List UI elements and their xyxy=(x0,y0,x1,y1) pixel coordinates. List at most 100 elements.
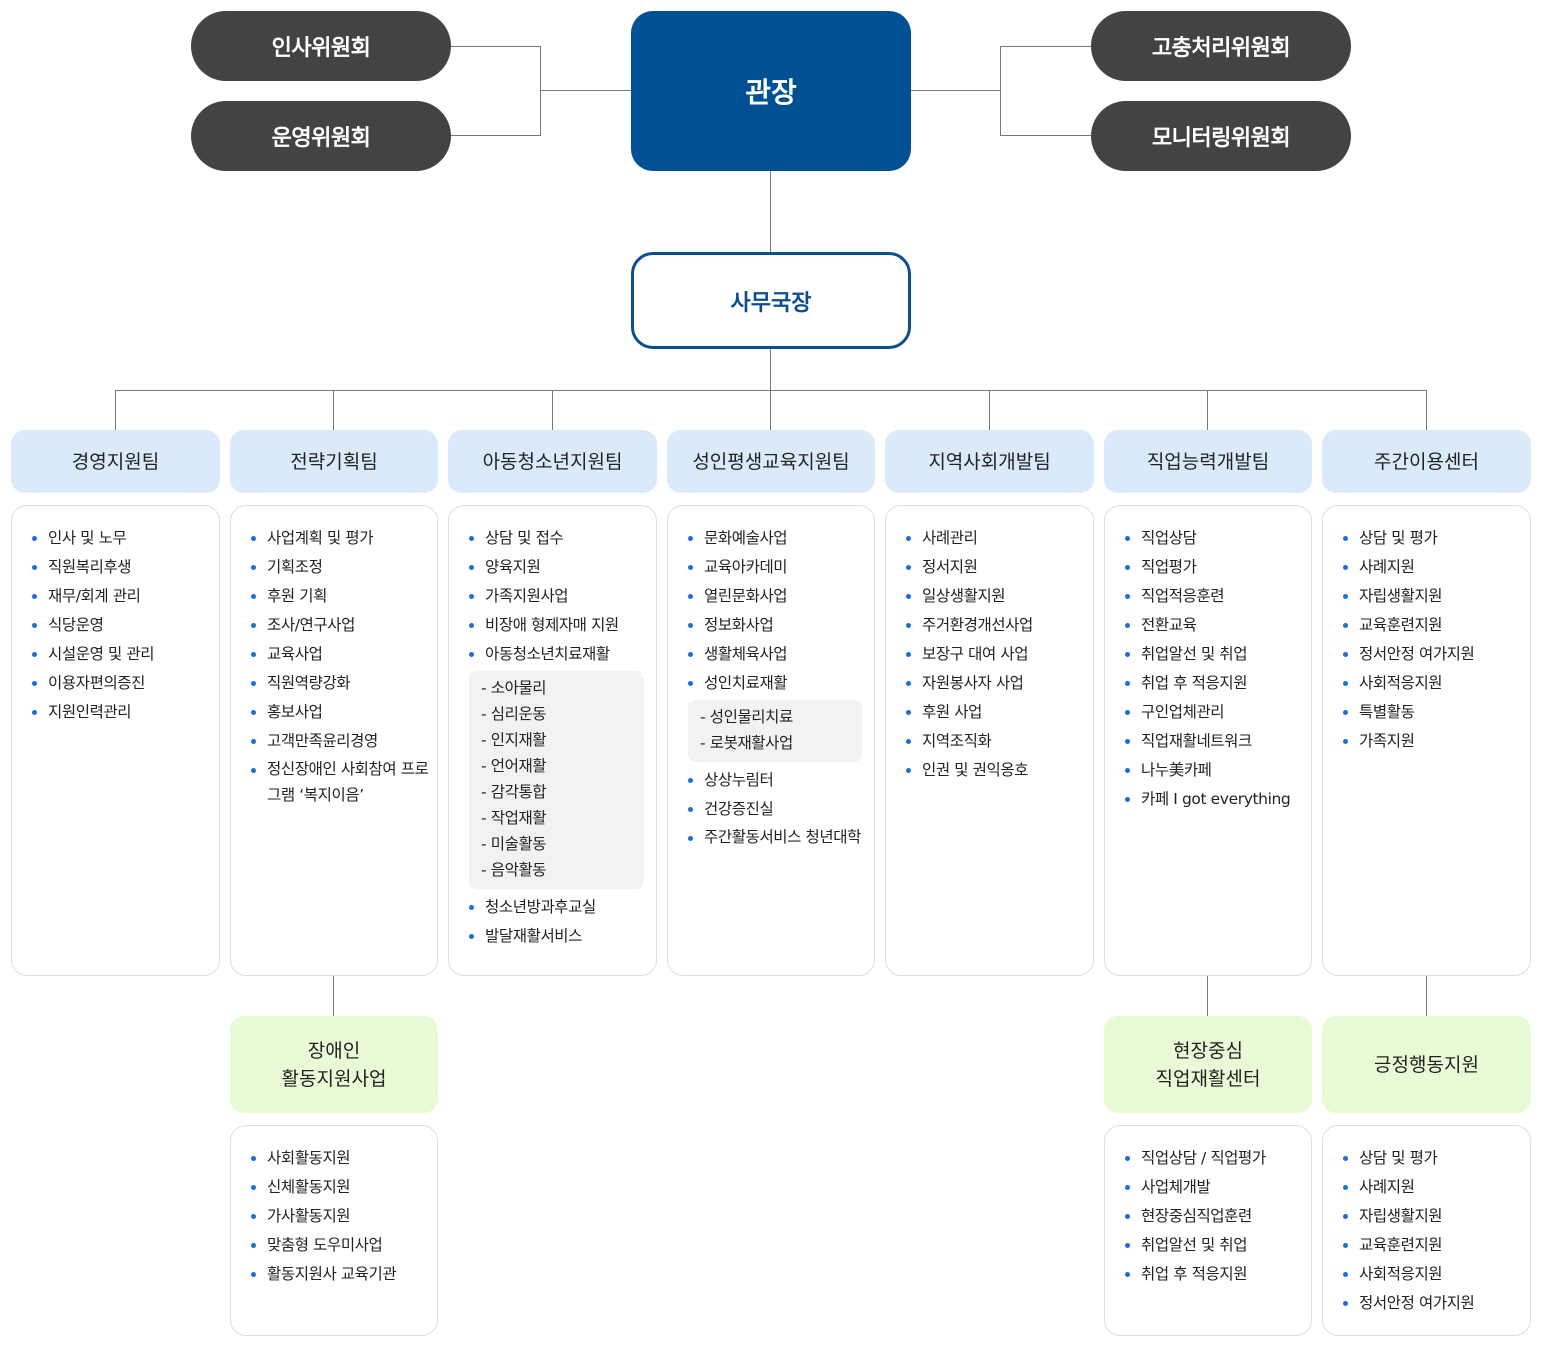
list-item: 정서안정 여가지원 xyxy=(1343,1289,1522,1318)
connector-line xyxy=(450,135,541,136)
sub-list-item: - 감각통합 xyxy=(481,783,547,801)
list-item: 주간활동서비스 청년대학 xyxy=(688,824,866,850)
connector-line xyxy=(770,348,771,390)
sub-list-item: - 로봇재활사업 xyxy=(700,734,793,752)
list-item: 사례관리 xyxy=(906,524,1085,553)
connector-line xyxy=(1207,390,1208,430)
list-item: 취업 후 적응지원 xyxy=(1125,1260,1303,1289)
list-item: 직업재활네트워크 xyxy=(1125,727,1303,756)
list-item: 가사활동지원 xyxy=(251,1202,429,1231)
director-box: 관장 xyxy=(631,11,911,171)
subunit-head-field-vocational: 현장중심 직업재활센터 xyxy=(1104,1016,1312,1113)
list-item: 인사 및 노무 xyxy=(32,524,211,553)
list-item: 식당운영 xyxy=(32,611,211,640)
committee-personnel: 인사위원회 xyxy=(191,11,451,81)
list-item: 이용자편의증진 xyxy=(32,669,211,698)
connector-line xyxy=(1000,135,1091,136)
list-item: 현장중심직업훈련 xyxy=(1125,1202,1303,1231)
list-item: 카페 I got everything xyxy=(1125,785,1303,814)
list-item: 조사/연구사업 xyxy=(251,611,429,640)
list-item: 사회적응지원 xyxy=(1343,1260,1522,1289)
connector-line xyxy=(770,170,771,252)
list-item: 직원역량강화 xyxy=(251,669,429,698)
list-item: 사회활동지원 xyxy=(251,1144,429,1173)
committee-monitoring: 모니터링위원회 xyxy=(1091,101,1351,171)
list-item: 주거환경개선사업 xyxy=(906,611,1085,640)
subunit-head-positive-behavior: 긍정행동지원 xyxy=(1322,1016,1531,1113)
list-item: 문화예술사업 xyxy=(688,524,866,553)
list-item: 생활체육사업 xyxy=(688,640,866,669)
connector-line xyxy=(989,390,990,430)
list-item: 전환교육 xyxy=(1125,611,1303,640)
list-item: 정보화사업 xyxy=(688,611,866,640)
list-item: 사회적응지원 xyxy=(1343,669,1522,698)
list-item: 후원 사업 xyxy=(906,698,1085,727)
team-head-adult-education: 성인평생교육지원팀 xyxy=(667,430,875,493)
list-item: 양육지원 xyxy=(469,553,648,582)
list-item: 직업평가 xyxy=(1125,553,1303,582)
list-item: 정서안정 여가지원 xyxy=(1343,640,1522,669)
list-item: 성인치료재활 xyxy=(688,669,866,698)
sub-list-item: - 인지재활 xyxy=(481,731,547,749)
sub-item-group: - 소아물리- 심리운동- 인지재활- 언어재활- 감각통합- 작업재활- 미술… xyxy=(469,671,644,889)
list-item: 인권 및 권익옹호 xyxy=(906,756,1085,785)
list-item: 사업체개발 xyxy=(1125,1173,1303,1202)
connector-line xyxy=(910,90,1001,91)
committee-grievance: 고충처리위원회 xyxy=(1091,11,1351,81)
committee-operations: 운영위원회 xyxy=(191,101,451,171)
connector-line xyxy=(770,390,771,430)
list-item: 건강증진실 xyxy=(688,795,866,824)
list-item: 발달재활서비스 xyxy=(469,922,648,951)
sub-list-item: - 언어재활 xyxy=(481,757,547,775)
list-item: 고객만족윤리경영 xyxy=(251,727,429,756)
list-item: 자원봉사자 사업 xyxy=(906,669,1085,698)
team-head-management: 경영지원팀 xyxy=(11,430,220,493)
list-item: 아동청소년치료재활 xyxy=(469,640,648,669)
list-item: 직업적응훈련 xyxy=(1125,582,1303,611)
list-item: 가족지원 xyxy=(1343,727,1522,756)
list-item: 자립생활지원 xyxy=(1343,582,1522,611)
list-item: 자립생활지원 xyxy=(1343,1202,1522,1231)
sub-item-group: - 성인물리치료- 로봇재활사업 xyxy=(688,700,862,762)
list-item: 나누美카페 xyxy=(1125,756,1303,785)
connector-line xyxy=(115,390,116,430)
list-item: 지원인력관리 xyxy=(32,698,211,727)
list-item: 상담 및 평가 xyxy=(1343,524,1522,553)
connector-line xyxy=(1426,975,1427,1016)
team-head-child-youth: 아동청소년지원팀 xyxy=(448,430,657,493)
connector-line xyxy=(1000,46,1001,136)
list-item: 교육사업 xyxy=(251,640,429,669)
team-head-day-center: 주간이용센터 xyxy=(1322,430,1531,493)
list-item: 사례지원 xyxy=(1343,553,1522,582)
connector-line xyxy=(450,46,541,47)
list-item: 가족지원사업 xyxy=(469,582,648,611)
list-item: 교육아카데미 xyxy=(688,553,866,582)
list-item: 청소년방과후교실 xyxy=(469,893,648,922)
connector-line xyxy=(333,390,334,430)
subunit-head-activity-support: 장애인 활동지원사업 xyxy=(230,1016,438,1113)
list-item: 상담 및 접수 xyxy=(469,524,648,553)
list-item: 특별활동 xyxy=(1343,698,1522,727)
sub-list-item: - 미술활동 xyxy=(481,835,547,853)
connector-line xyxy=(1000,46,1091,47)
list-item: 후원 기획 xyxy=(251,582,429,611)
connector-line xyxy=(540,46,541,136)
list-item: 취업 후 적응지원 xyxy=(1125,669,1303,698)
list-item: 보장구 대여 사업 xyxy=(906,640,1085,669)
connector-line xyxy=(1426,390,1427,430)
list-item: 비장애 형제자매 지원 xyxy=(469,611,648,640)
list-item: 사업계획 및 평가 xyxy=(251,524,429,553)
connector-line xyxy=(552,390,553,430)
secretary-general-box: 사무국장 xyxy=(631,252,911,349)
list-item: 일상생활지원 xyxy=(906,582,1085,611)
list-item: 교육훈련지원 xyxy=(1343,611,1522,640)
list-item: 교육훈련지원 xyxy=(1343,1231,1522,1260)
sub-list-item: - 음악활동 xyxy=(481,861,547,879)
